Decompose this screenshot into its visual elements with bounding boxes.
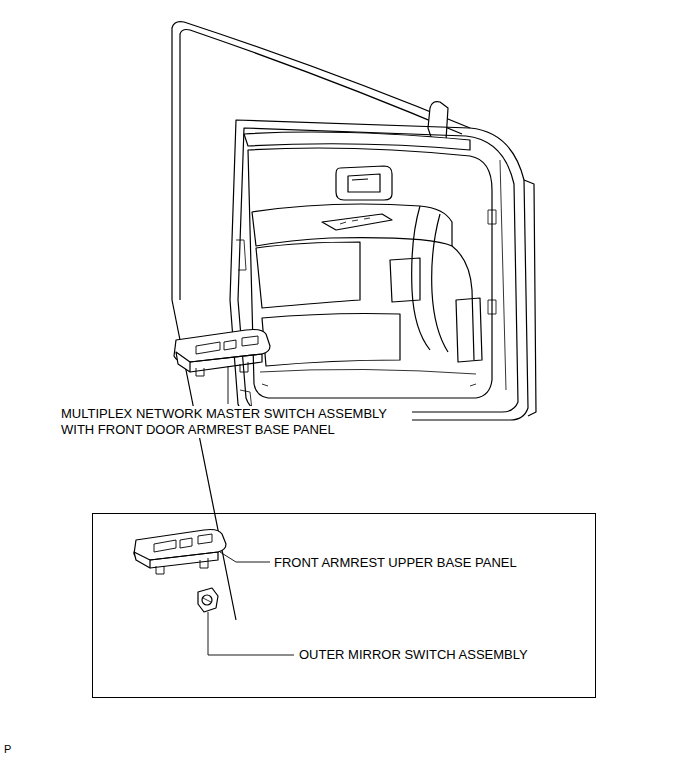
- figure-code: P: [3, 741, 12, 757]
- part-name: MULTIPLEX NETWORK MASTER SWITCH ASSEMBLY…: [60, 406, 412, 438]
- parts-frame: FRONT ARMREST UPPER BASE PANEL OUTER MIRR…: [92, 513, 596, 698]
- part-name: OUTER MIRROR SWITCH ASSEMBLY: [298, 647, 529, 663]
- part-name: FRONT ARMREST UPPER BASE PANEL: [273, 555, 518, 571]
